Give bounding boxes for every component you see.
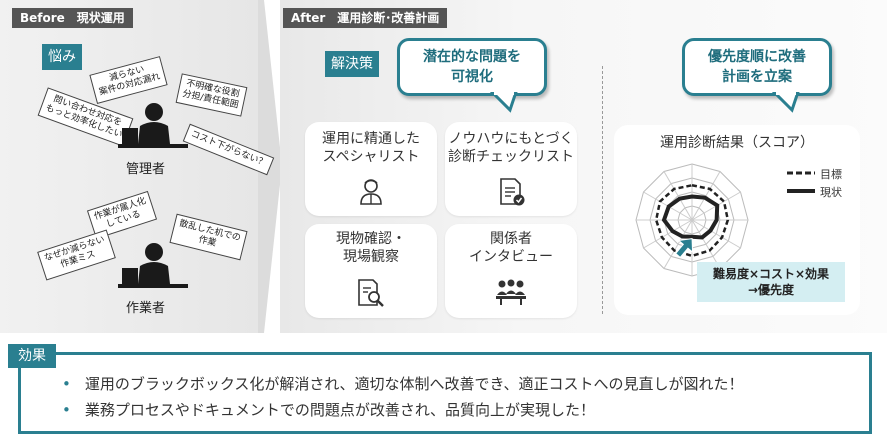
callout-pointer — [490, 92, 518, 113]
effect-bullet-2: • 業務プロセスやドキュメントでの問題点が改善され、品質向上が実現した！ — [62, 399, 595, 420]
target-series — [654, 184, 730, 258]
before-tag: Before 現状運用 — [12, 8, 133, 28]
priority-box: 難易度×コスト×効果 →優先度 — [697, 262, 845, 302]
callout-plan: 優先度順に改善 計画を立案 — [682, 38, 832, 96]
legend-current: 現状 — [820, 186, 842, 199]
card-interview: 関係者 インタビュー — [445, 224, 577, 318]
checklist-icon — [500, 178, 525, 206]
worker-icon — [118, 243, 188, 288]
card-checklist: ノウハウにもとづく 診断チェックリスト — [445, 122, 577, 216]
interview-icon — [496, 279, 526, 305]
after-tag: After 運用診断･改善計画 — [283, 8, 448, 28]
card-text: 関係者 インタビュー — [469, 231, 553, 265]
bullet-dot-icon: • — [62, 401, 71, 419]
card-text: ノウハウにもとづく 診断チェックリスト — [448, 131, 574, 165]
card-inspection: 現物確認・ 現場観察 — [305, 224, 437, 318]
card-text: 現物確認・ 現場観察 — [336, 231, 406, 265]
callout-visualize: 潜在的な問題を 可視化 — [397, 38, 547, 96]
effect-label: 効果 — [8, 344, 56, 368]
note-text: 不明確な役割 分担/責任範囲 — [181, 78, 241, 111]
legend-current-swatch — [787, 189, 815, 193]
radar-chart — [635, 163, 749, 277]
manager-icon — [118, 103, 188, 148]
legend-target: 目標 — [820, 168, 842, 181]
effect-bullet-1: • 運用のブラックボックス化が解消され、適切な体制へ改善でき、適正コストへの見直し… — [62, 373, 744, 394]
bullet-text: 運用のブラックボックス化が解消され、適切な体制へ改善でき、適正コストへの見直しが… — [84, 375, 744, 393]
bullet-dot-icon: • — [62, 375, 71, 393]
solution-label: 解決策 — [325, 51, 379, 77]
manager-label: 管理者 — [126, 162, 166, 177]
card-specialist: 運用に精通した スペシャリスト — [305, 122, 437, 216]
result-title: 運用診断結果（スコア） — [660, 135, 814, 151]
legend-target-swatch — [787, 171, 815, 175]
current-series — [661, 194, 720, 240]
bullet-text: 業務プロセスやドキュメントでの問題点が改善され、品質向上が実現した！ — [84, 401, 596, 419]
worry-label: 悩み — [42, 44, 82, 70]
callout-pointer — [772, 92, 800, 113]
arrow-icon — [676, 238, 694, 258]
section-divider — [602, 66, 603, 314]
effect-box — [18, 352, 872, 434]
worker-label: 作業者 — [126, 301, 166, 316]
specialist-icon — [360, 179, 382, 205]
card-text: 運用に精通した スペシャリスト — [322, 131, 420, 165]
inspection-icon — [358, 279, 384, 307]
